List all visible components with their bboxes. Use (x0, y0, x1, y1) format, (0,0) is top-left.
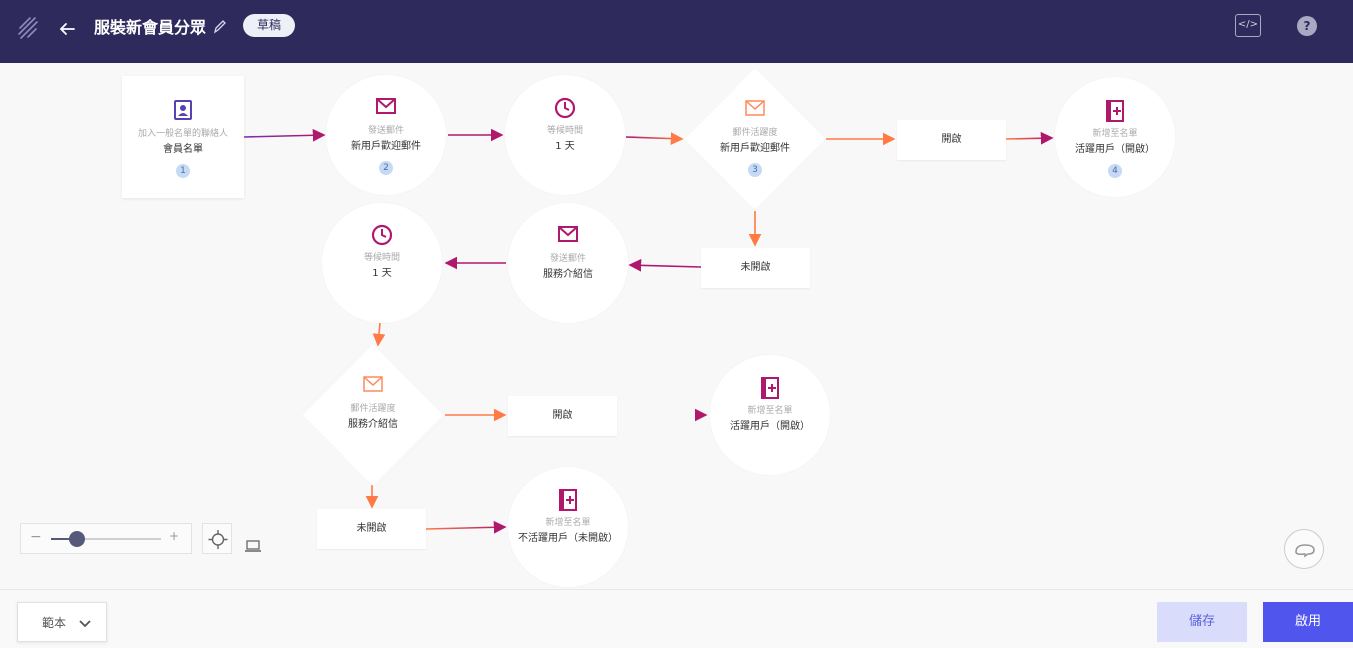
recenter-button[interactable] (202, 523, 232, 554)
flow-connectors (243, 128, 1054, 534)
code-view-button[interactable]: </> (1235, 14, 1261, 37)
branch-unopened-label[interactable]: 未開啟 (317, 509, 426, 549)
flow-canvas[interactable]: 加入一般名單的聯絡人 會員名單 1 發送郵件 新用戶歡迎郵件 2 等候時間 1 … (0, 63, 1353, 589)
template-dropdown[interactable]: 範本 (17, 602, 107, 642)
logo-icon (18, 17, 38, 39)
connector (628, 258, 702, 272)
branch-open-label[interactable]: 開啟 (897, 120, 1006, 160)
crosshair-icon (208, 530, 228, 549)
bottom-bar: 範本 儲存 啟用 (0, 589, 1353, 648)
template-dropdown-label: 範本 (42, 616, 67, 630)
connector (372, 322, 386, 347)
feedback-button[interactable] (1284, 529, 1324, 569)
connector (243, 128, 326, 142)
status-badge: 草稿 (243, 14, 296, 37)
pencil-icon[interactable] (212, 18, 228, 36)
trigger-node[interactable] (122, 76, 244, 198)
enable-button[interactable]: 啟用 (1263, 602, 1353, 642)
send-email-node[interactable] (326, 75, 446, 195)
zoom-in-button[interactable]: + (169, 529, 180, 543)
zoom-out-button[interactable]: − (30, 529, 42, 545)
top-bar: 服裝新會員分眾 草稿 </> ? (0, 0, 1353, 63)
zoom-slider-thumb[interactable] (69, 531, 86, 547)
zoom-slider-fill (51, 538, 78, 540)
add-to-list-node[interactable] (508, 467, 628, 587)
zoom-control: − + (20, 523, 192, 554)
chevron-down-icon (79, 620, 91, 628)
branch-open-label[interactable]: 開啟 (508, 396, 617, 436)
add-to-list-node[interactable] (1055, 77, 1175, 197)
back-arrow-icon[interactable] (58, 16, 80, 42)
chat-icon (1295, 544, 1315, 558)
page-title: 服裝新會員分眾 (94, 18, 207, 37)
save-button[interactable]: 儲存 (1157, 602, 1247, 642)
connector (625, 132, 684, 145)
help-button[interactable]: ? (1297, 16, 1317, 36)
zoom-slider[interactable] (51, 531, 161, 547)
connector (1005, 131, 1054, 145)
send-email-node[interactable] (508, 203, 628, 323)
connector (425, 520, 507, 534)
wait-node[interactable] (505, 75, 625, 195)
add-to-list-node[interactable] (710, 355, 830, 475)
laptop-icon[interactable] (244, 539, 262, 553)
branch-unopened-label[interactable]: 未開啟 (701, 248, 810, 288)
wait-node[interactable] (322, 203, 442, 323)
